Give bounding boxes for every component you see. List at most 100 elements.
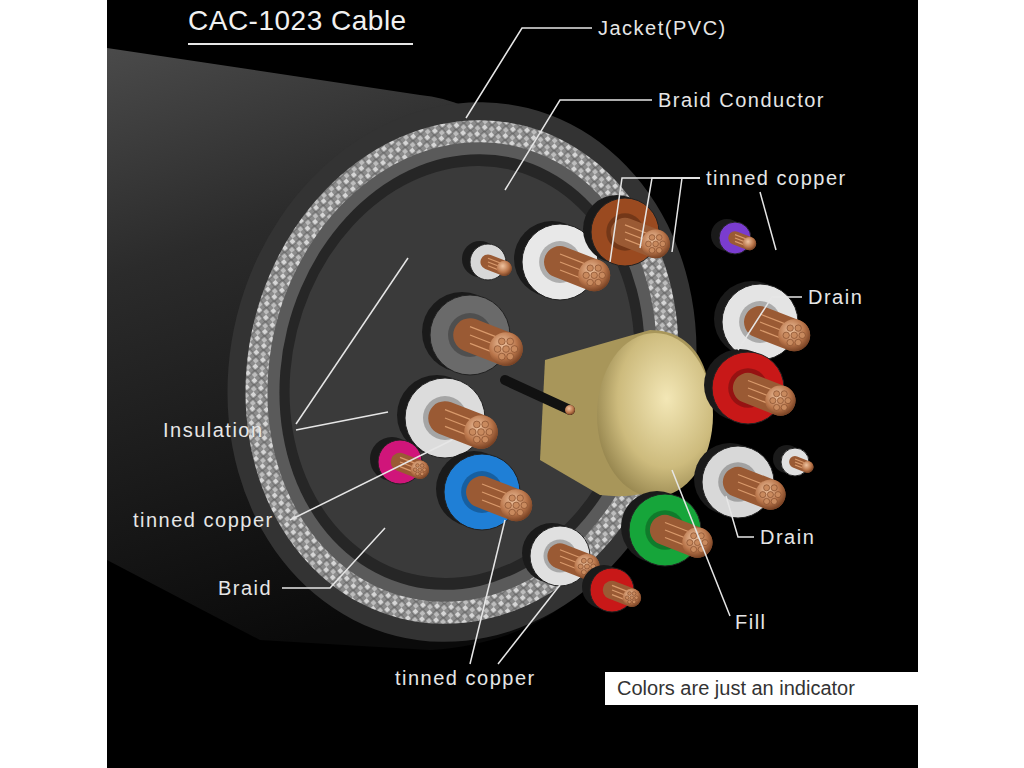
copper-strands <box>578 564 583 569</box>
leader-lines <box>282 28 802 664</box>
leader-line <box>296 412 388 430</box>
part-label: tinned copper <box>133 508 274 532</box>
leader-line <box>470 520 505 664</box>
copper-strands <box>587 265 593 271</box>
copper-strands <box>691 533 697 539</box>
title-underline <box>188 43 413 45</box>
copper-strands <box>632 592 636 596</box>
copper-strands <box>778 319 810 351</box>
copper-strands <box>774 404 780 410</box>
copper-strands <box>503 346 510 353</box>
leader-line <box>672 470 730 616</box>
part-label: Fill <box>735 610 767 634</box>
note-box: Colors are just an indicator <box>605 672 918 705</box>
copper-strands <box>505 502 511 508</box>
copper-strands <box>581 558 586 563</box>
copper-strands <box>743 237 756 250</box>
copper-strands <box>635 596 639 600</box>
copper-strands <box>498 338 505 345</box>
part-label: Drain <box>808 285 863 309</box>
copper-strands <box>630 596 634 600</box>
part-label: Braid Conductor <box>658 88 825 112</box>
copper-strands <box>628 592 632 596</box>
copper-strands <box>420 472 424 476</box>
leader-line <box>640 178 700 248</box>
copper-strands <box>691 546 697 552</box>
copper-strands <box>595 279 601 285</box>
copper-strands <box>802 461 814 473</box>
copper-strands <box>625 596 629 600</box>
leader-line <box>672 178 700 252</box>
copper-strands <box>765 385 795 415</box>
copper-strands <box>795 325 801 331</box>
copper-strands <box>755 479 785 509</box>
copper-strands <box>785 398 791 404</box>
copper-strands <box>623 588 641 606</box>
cable-body <box>107 48 753 692</box>
drain-wire <box>505 380 570 410</box>
copper-strands <box>660 241 666 247</box>
leader-line <box>466 28 592 118</box>
part-label: Drain <box>760 525 815 549</box>
copper-strands <box>513 502 519 508</box>
copper-strands <box>649 247 655 253</box>
copper-strands <box>653 241 659 247</box>
wire-bundle <box>370 195 813 612</box>
copper-strands <box>771 485 777 491</box>
copper-strands <box>649 235 655 241</box>
copper-strands <box>628 600 632 604</box>
copper-strands <box>781 404 787 410</box>
copper-strands <box>599 272 605 278</box>
copper-strands <box>494 346 501 353</box>
copper-strands <box>641 230 670 259</box>
leader-line <box>282 528 385 588</box>
copper-strands <box>646 241 652 247</box>
leader-line <box>610 178 700 262</box>
copper-strands <box>702 540 708 546</box>
copper-strands <box>489 332 523 366</box>
copper-strands <box>411 460 429 478</box>
copper-strands <box>486 429 493 436</box>
copper-strands <box>687 540 693 546</box>
copper-strands <box>587 279 593 285</box>
copper-strands <box>517 495 523 501</box>
copper-strands <box>783 332 789 338</box>
copper-strands <box>521 502 527 508</box>
copper-strands <box>764 485 770 491</box>
copper-strands <box>497 261 512 276</box>
copper-strands <box>464 415 498 449</box>
copper-strands <box>771 498 777 504</box>
leader-line <box>726 496 754 537</box>
copper-strands <box>595 265 601 271</box>
copper-strands <box>775 492 781 498</box>
copper-strands <box>469 429 476 436</box>
copper-strands <box>656 235 662 241</box>
copper-strands <box>787 339 793 345</box>
part-label: Braid <box>218 576 272 600</box>
leader-line <box>498 585 560 664</box>
copper-strands <box>584 564 589 569</box>
copper-strands <box>482 436 489 443</box>
leader-line <box>760 192 776 250</box>
copper-strands <box>781 391 787 397</box>
copper-strands <box>799 332 805 338</box>
copper-strands <box>760 492 766 498</box>
copper-strands <box>774 391 780 397</box>
copper-strands <box>787 325 793 331</box>
copper-strands <box>418 468 422 472</box>
drain-wire <box>565 405 575 415</box>
part-label: Insulation <box>163 418 264 442</box>
note-text: Colors are just an indicator <box>605 672 918 704</box>
copper-strands <box>498 353 505 360</box>
part-label: Jacket(PVC) <box>598 16 727 40</box>
copper-strands <box>500 489 532 521</box>
copper-strands <box>767 492 773 498</box>
copper-strands <box>517 509 523 515</box>
copper-strands <box>588 558 593 563</box>
copper-strands <box>413 468 417 472</box>
copper-strands <box>795 339 801 345</box>
copper-strands <box>416 472 420 476</box>
copper-strands <box>507 338 514 345</box>
